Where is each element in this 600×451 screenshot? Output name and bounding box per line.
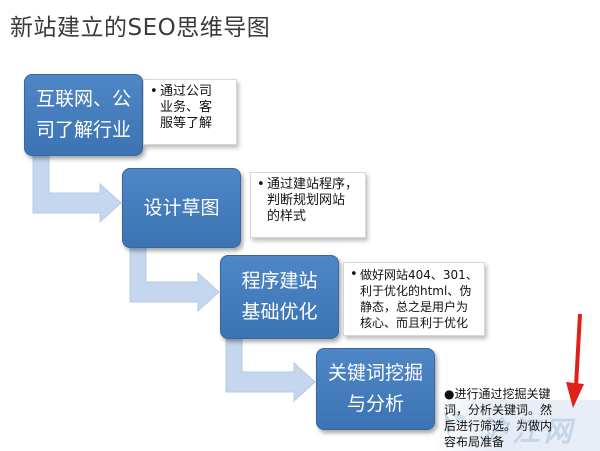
flow-arrow-3 <box>225 334 316 403</box>
step-label-design: 设计草图 <box>143 196 220 219</box>
note-design: • 通过建站程序， 判断规划网站 的样式 <box>250 172 366 238</box>
flow-arrow-2 <box>129 244 220 313</box>
red-arrow-icon <box>566 313 584 408</box>
step-box-industry: 互联网、公 司了解行业 <box>24 74 143 156</box>
step-label-industry: 互联网、公 司了解行业 <box>35 88 131 141</box>
flow-arrow-1 <box>32 155 122 224</box>
note-text-industry: 通过公司 业务、客 服等了解 <box>160 84 213 131</box>
note-bullet: • <box>150 84 158 99</box>
page-title: 新站建立的SEO思维导图 <box>10 15 271 41</box>
note-bullet: • <box>350 267 358 282</box>
note-industry: • 通过公司 业务、客 服等了解 <box>143 79 237 145</box>
watermark-text: 沪江网 <box>480 415 577 448</box>
watermark-logo-icon <box>444 409 466 435</box>
note-keywords: ●进行通过挖掘关键 词，分析关键词。然 后进行筛选。为做内 容布局准备 <box>444 370 572 450</box>
step-label-keywords: 关键词挖掘 与分析 <box>327 362 423 415</box>
note-text-design: 通过建站程序， 判断规划网站 的样式 <box>267 177 359 224</box>
note-text-build: 做好网站404、301、 利于优化的html、伪 静态，总之是用户为 核心、而且… <box>360 268 478 330</box>
step-box-keywords: 关键词挖掘 与分析 <box>316 348 435 430</box>
step-box-build: 程序建站 基础优化 <box>220 255 339 339</box>
note-bullet-filled: ● <box>444 387 455 401</box>
note-build: • 做好网站404、301、 利于优化的html、伪 静态，总之是用户为 核心、… <box>343 262 485 336</box>
note-text-keywords: 进行通过挖掘关键 词，分析关键词。然 后进行筛选。为做内 容布局准备 <box>444 387 553 449</box>
step-label-build: 程序建站 基础优化 <box>241 270 318 323</box>
note-bullet: • <box>257 177 265 192</box>
step-box-design: 设计草图 <box>122 168 241 248</box>
